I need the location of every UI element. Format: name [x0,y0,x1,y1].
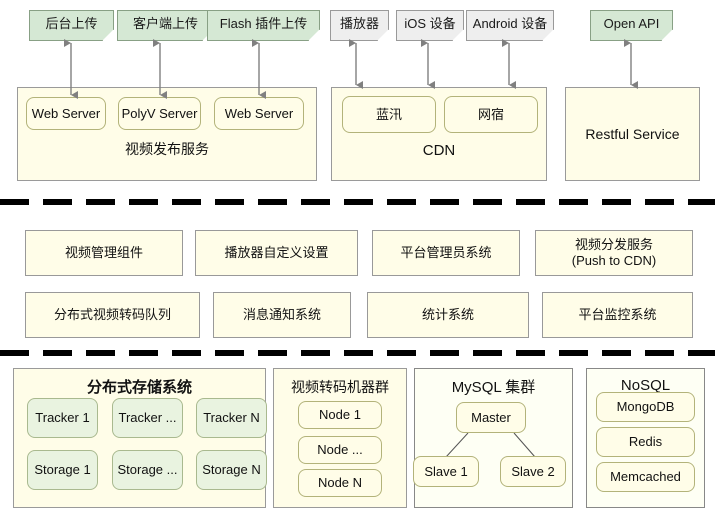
node-memcached[interactable]: Memcached [596,462,695,492]
node-label: Storage N [202,462,261,478]
node-storage-mid[interactable]: Storage ... [112,450,183,490]
mid-box-statistics-system[interactable]: 统计系统 [367,292,529,338]
note-fold-icon [102,29,114,41]
mid-box-distributed-transcode-queue[interactable]: 分布式视频转码队列 [25,292,200,338]
mid-box-video-distribution-service[interactable]: 视频分发服务 (Push to CDN) [535,230,693,276]
node-tracker-1[interactable]: Tracker 1 [27,398,98,438]
note-label: 播放器 [339,16,379,32]
mid-box-message-notification-system[interactable]: 消息通知系统 [213,292,351,338]
node-label: PolyV Server [121,105,198,121]
note-android-device[interactable]: Android 设备 [466,10,554,41]
node-storage-n[interactable]: Storage N [196,450,267,490]
node-mysql-slave-2[interactable]: Slave 2 [500,456,566,487]
note-client-upload[interactable]: 客户端上传 [117,10,214,41]
tier-separator-top [0,199,715,205]
group-title: 分布式存储系统 [86,379,192,396]
note-fold-icon [308,29,320,41]
group-title: 视频转码机器群 [291,379,389,395]
node-tracker-mid[interactable]: Tracker ... [112,398,183,438]
mid-box-label: 平台管理员系统 [400,245,492,261]
node-label: Slave 1 [424,463,468,479]
node-cdn-wangsu[interactable]: 网宿 [444,96,538,133]
mid-box-video-management[interactable]: 视频管理组件 [25,230,183,276]
node-label: Storage 1 [34,462,91,478]
node-cdn-lanxun[interactable]: 蓝汛 [342,96,436,133]
node-redis[interactable]: Redis [596,427,695,457]
node-label: Master [471,409,511,425]
note-ios-device[interactable]: iOS 设备 [396,10,464,41]
node-web-server-1[interactable]: Web Server [26,97,106,130]
node-label: MongoDB [616,399,675,415]
node-mysql-slave-1[interactable]: Slave 1 [413,456,479,487]
node-label: Web Server [31,105,101,121]
note-open-api[interactable]: Open API [590,10,673,41]
group-restful-service: Restful Service [565,87,700,181]
note-label: 后台上传 [45,16,98,32]
node-label: Memcached [610,469,681,485]
note-backend-upload[interactable]: 后台上传 [29,10,114,41]
note-label: Flash 插件上传 [219,16,308,32]
group-title: Restful Service [585,125,680,142]
mid-box-label: 平台监控系统 [578,307,657,323]
node-label: Storage ... [117,462,178,478]
node-transcode-node-n[interactable]: Node N [298,469,382,497]
mid-box-label: 分布式视频转码队列 [53,307,171,323]
node-label: Tracker ... [118,410,177,426]
node-label: 网宿 [477,106,504,122]
node-label: Web Server [224,105,294,121]
note-label: Open API [603,16,660,32]
node-storage-1[interactable]: Storage 1 [27,450,98,490]
node-label: Tracker 1 [35,410,90,426]
tier-separator-bottom [0,350,715,356]
group-mysql-cluster: MySQL 集群 [414,368,573,508]
node-web-server-2[interactable]: Web Server [214,97,304,130]
node-mongodb[interactable]: MongoDB [596,392,695,422]
mid-box-label-line2: (Push to CDN) [571,253,657,268]
node-label: Slave 2 [511,463,555,479]
group-title: 视频发布服务 [125,141,209,158]
node-tracker-n[interactable]: Tracker N [196,398,267,438]
group-title: NoSQL [620,377,671,394]
note-flash-plugin-upload[interactable]: Flash 插件上传 [207,10,320,41]
node-label: Node N [317,475,363,491]
mid-box-label-line1: 视频分发服务 [574,237,653,253]
note-label: 客户端上传 [132,16,198,32]
node-transcode-node-mid[interactable]: Node ... [298,436,382,464]
node-mysql-master[interactable]: Master [456,402,526,433]
mid-box-label: 消息通知系统 [242,307,321,323]
note-label: Android 设备 [472,16,548,32]
node-label: Redis [628,434,663,450]
node-polyv-server[interactable]: PolyV Server [118,97,201,130]
group-title: CDN [422,142,456,159]
note-player[interactable]: 播放器 [330,10,389,41]
mid-box-platform-admin-system[interactable]: 平台管理员系统 [372,230,520,276]
node-label: Node ... [317,442,363,458]
mid-box-platform-monitoring-system[interactable]: 平台监控系统 [542,292,693,338]
group-title: MySQL 集群 [451,379,536,396]
mid-box-player-custom-settings[interactable]: 播放器自定义设置 [195,230,358,276]
mid-box-label: 统计系统 [421,307,474,323]
note-fold-icon [661,29,673,41]
node-label: Node 1 [319,407,361,423]
mid-box-label: 视频管理组件 [64,245,143,261]
note-label: iOS 设备 [404,16,456,32]
mid-box-label: 播放器自定义设置 [224,245,329,261]
node-transcode-node-1[interactable]: Node 1 [298,401,382,429]
node-label: 蓝汛 [375,106,402,122]
node-label: Tracker N [203,410,260,426]
